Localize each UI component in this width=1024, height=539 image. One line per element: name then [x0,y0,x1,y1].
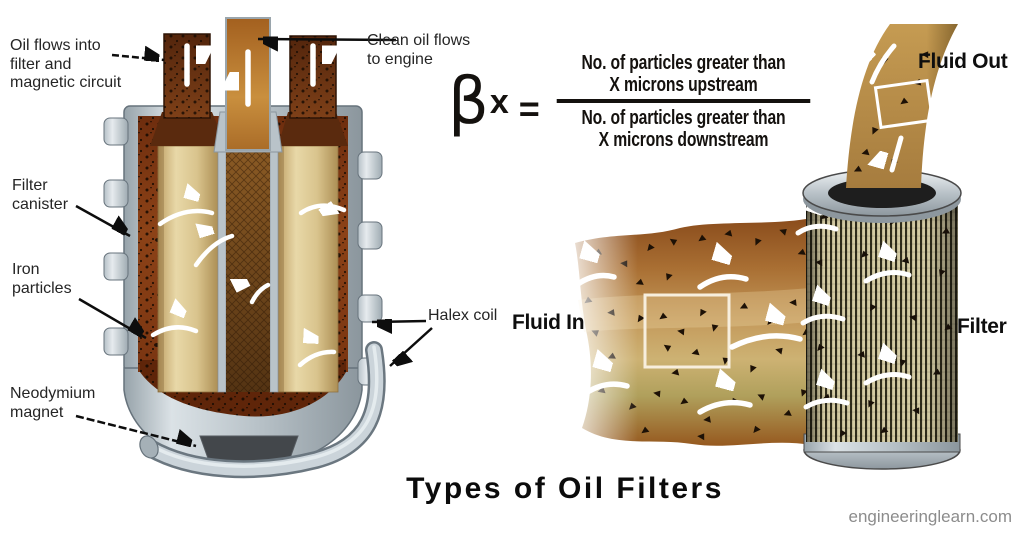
clean-oil-pointer-arrow [257,39,397,40]
label-halex-coil-line1: Halex coil [428,307,498,324]
label-clean-oil: Clean oil flows to engine [367,32,470,69]
label-filter-canister-line1: Filter [12,177,48,194]
label-iron-particles-line1: Iron [12,261,40,278]
figure-title: Types of Oil Filters [406,472,724,505]
label-iron-particles: Iron particles [12,261,72,298]
downstream-sample-square [873,78,935,130]
iron-particles-pointer-arrow [78,297,146,340]
flow-arrows-left [150,43,347,368]
beta-subscript: x [489,83,509,121]
numerator-line2: X microns upstream [609,74,758,96]
center-mesh-tube-shade [226,148,270,392]
label-fluid-in: Fluid In [512,311,585,334]
denominator-line2: X microns downstream [598,128,769,151]
denominator-line1: No. of particles greater than [581,106,786,129]
magnetic-oil-filter-illustration [103,17,386,479]
stream-flow-arrows [575,276,803,415]
label-clean-oil-line1: Clean oil flows [367,32,471,49]
watermark-text: engineeringlearn.com [848,507,1013,526]
drain-tube [139,341,386,479]
oil-in-pointer-arrow [111,55,165,60]
label-neodymium-magnet-line1: Neodymium [10,385,96,402]
beta-symbol-group: β x = [448,65,540,139]
label-oil-inflow-line1: Oil flows into [10,37,101,54]
fraction-bar [556,99,811,103]
fluid-out-tube [846,24,958,188]
beta-symbol: β [448,65,489,139]
neodymium-magnet-pointer-arrow [75,414,197,446]
upstream-sample-square [643,293,731,369]
label-oil-inflow: Oil flows into filter and magnetic circu… [10,37,121,93]
halex-coil-pointer-arrow-lower [389,327,433,366]
numerator-line1: No. of particles greater than [581,52,786,74]
beta-ratio-fraction: No. of particles greater than X microns … [552,52,815,151]
label-neodymium-magnet: Neodymium magnet [10,385,95,422]
label-pointer-arrows [75,39,433,446]
label-filter: Filter [957,315,1007,338]
beta-ratio-formula: β x = No. of particles greater than X mi… [448,52,887,151]
filter-flow-arrows [795,226,912,410]
label-oil-inflow-line2: filter and [10,55,72,73]
beta-ratio-illustration [558,24,962,470]
label-fluid-out: Fluid Out [918,50,1008,73]
equals-sign: = [518,88,540,129]
label-oil-inflow-line3: magnetic circuit [10,74,122,91]
center-tube-housing-left [217,145,227,393]
label-filter-canister-line2: canister [12,195,69,213]
filter-canister-pointer-arrow [75,204,130,238]
label-neodymium-magnet-line2: magnet [10,403,64,421]
label-clean-oil-line2: to engine [367,50,433,68]
center-tube-housing-right [269,145,279,393]
label-filter-canister: Filter canister [12,177,68,214]
label-iron-particles-line2: particles [12,279,72,297]
coil-bumps [103,117,383,386]
halex-coil-pointer-arrow-upper [371,321,427,322]
label-halex-coil: Halex coil [428,307,497,326]
filter-media-elements [157,145,339,393]
